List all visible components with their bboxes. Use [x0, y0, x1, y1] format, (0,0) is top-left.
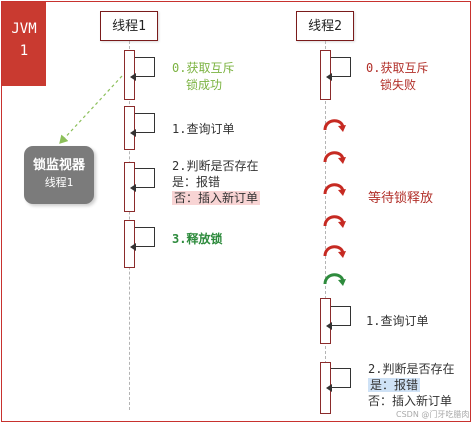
thread2-loop-check [326, 368, 351, 392]
thread2-step2-line2: 是：报错 [368, 378, 421, 392]
lock-monitor-title: 锁监视器 [32, 158, 85, 173]
thread2-header: 线程2 [296, 11, 354, 41]
lock-monitor-owner: 线程1 [44, 176, 74, 189]
thread2-loop-query [326, 306, 351, 330]
thread2-lifeline [325, 41, 326, 414]
jvm-label-line1: JVM [11, 21, 37, 37]
thread1-loop-query [130, 113, 155, 137]
thread2-step0-line1: 0.获取互斥 [366, 61, 429, 75]
thread1-step0-line2: 锁成功 [186, 78, 223, 92]
thread2-step1: 1.查询订单 [366, 314, 429, 328]
thread2-step2-line1: 2.判断是否存在 [368, 362, 455, 376]
thread1-step2-line1: 2.判断是否存在 [172, 159, 259, 173]
thread2-wait-label: 等待锁释放 [368, 191, 434, 206]
thread2-step2-line3: 否：插入新订单 [368, 394, 453, 408]
red-curved-arrow-icon [323, 215, 346, 228]
red-curved-arrow-icon [323, 245, 346, 258]
thread1-loop-check [130, 168, 155, 192]
thread1-step1: 1.查询订单 [172, 122, 235, 136]
thread1-step0-line1: 0.获取互斥 [172, 61, 235, 75]
thread1-loop-acquire [130, 57, 155, 81]
thread2-loop-acquire [326, 57, 351, 81]
red-curved-arrow-icon [323, 151, 346, 164]
thread1-step2-line2: 是：报错 [172, 175, 221, 189]
thread1-step3: 3.释放锁 [172, 232, 223, 246]
lock-monitor: 锁监视器 线程1 [24, 146, 94, 204]
thread2-activation-query [320, 298, 331, 344]
watermark: CSDN @门牙吃腊肉 [396, 410, 470, 419]
jvm-label: JVM 1 [2, 2, 46, 86]
red-curved-arrow-icon [323, 119, 346, 132]
green-curved-arrow-icon [323, 273, 346, 286]
thread1-activation-query [124, 106, 135, 150]
thread1-loop-release [130, 227, 155, 251]
thread1-header: 线程1 [100, 11, 158, 41]
thread1-step2-line3: 否：插入新订单 [172, 191, 261, 205]
thread2-step0-line2: 锁失败 [380, 78, 417, 92]
jvm-label-line2: 1 [19, 43, 29, 59]
red-curved-arrow-icon [323, 183, 346, 196]
